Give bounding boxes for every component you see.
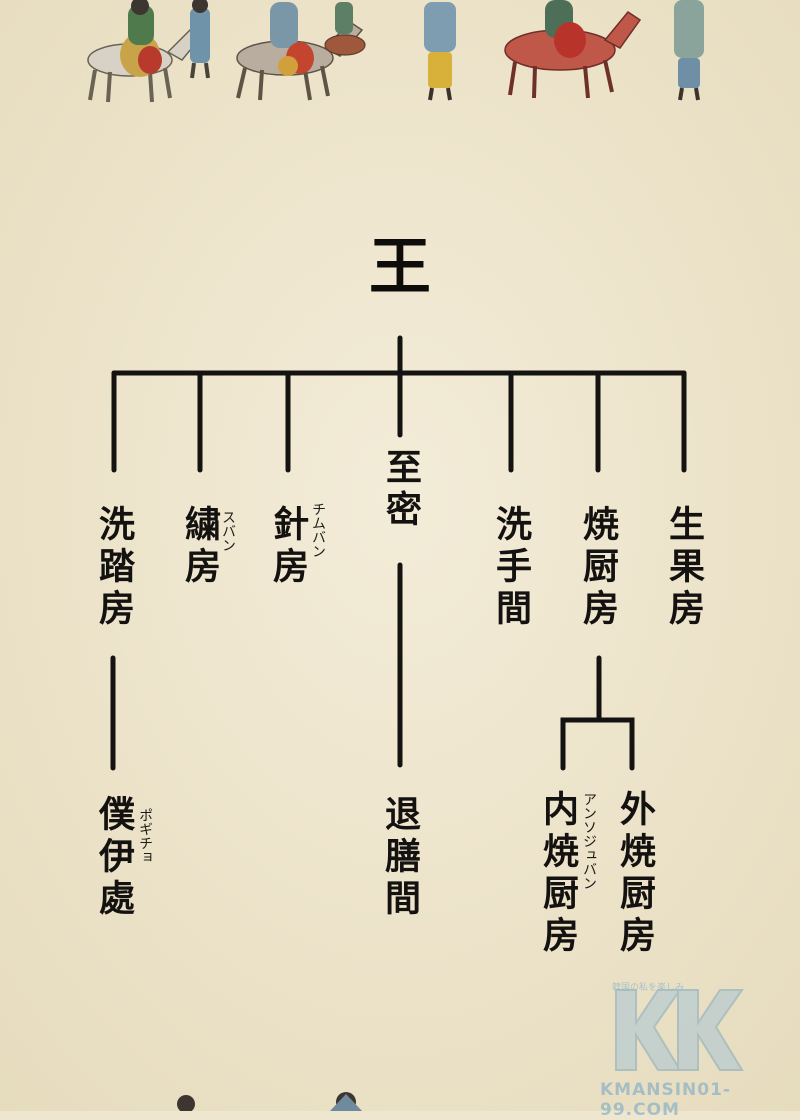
node-chimbang: 針房 <box>267 505 308 589</box>
node-gaishouchubou: 外焼厨房 <box>614 790 655 958</box>
ruby-subang: スバン <box>220 510 236 552</box>
node-seikabou: 生果房 <box>663 505 704 631</box>
rider-horse-illustration <box>87 0 202 103</box>
ruby-naishouchubou: アンソジュバン <box>581 792 597 890</box>
node-bokuishori: 僕伊處 <box>93 795 134 921</box>
node-senshukan: 洗手間 <box>490 505 531 631</box>
walker-illustration <box>674 0 704 101</box>
watermark-text: KMANSIN01-99.COM <box>600 1080 731 1120</box>
node-naishouchubou: 内焼厨房 <box>537 790 578 958</box>
rider-horse-illustration <box>504 0 642 99</box>
ruby-bokuishori: ポギチョ <box>137 808 153 864</box>
procession-painting <box>87 0 704 103</box>
king-node: 王 <box>368 230 431 303</box>
watermark-caption: 韓国の私を楽しみ <box>612 983 685 993</box>
rider-horse-illustration <box>324 2 366 56</box>
bottom-figure-illustration <box>177 1092 362 1111</box>
connector-line <box>560 717 635 771</box>
node-sentakubou: 洗踏房 <box>93 505 134 631</box>
node-shouchubou: 焼厨房 <box>577 505 618 631</box>
node-taizenkan: 退膳間 <box>379 795 420 921</box>
node-subang: 繍房 <box>179 505 220 589</box>
tree-lines <box>110 335 687 771</box>
walker-illustration <box>190 0 210 79</box>
ruby-chimbang: チムバン <box>310 502 326 558</box>
walker-illustration <box>424 2 456 101</box>
node-shimitsu: 至密 <box>380 448 421 532</box>
kk-logo-icon <box>615 989 744 1071</box>
